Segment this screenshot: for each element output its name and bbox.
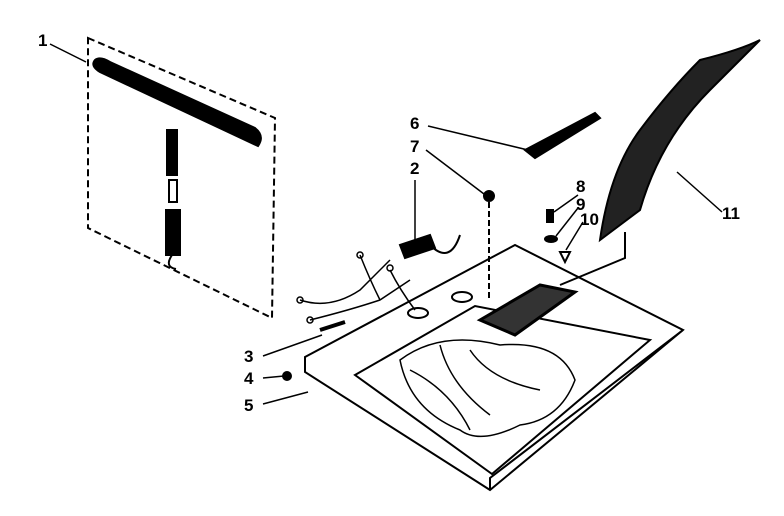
part-10-clip [558,251,572,265]
callout-1: 1 [38,31,48,50]
callout-10: 10 [580,210,599,229]
callout-4: 4 [244,369,254,388]
part-9-washer [544,235,558,243]
callout-6: 6 [410,114,420,133]
callout-8: 8 [576,177,586,196]
leader-lines [49,43,723,405]
part-4-fastener [282,371,292,381]
part-5-top-panel [304,243,685,492]
callout-9: 9 [576,195,586,214]
part-11-control-panel-harness [598,39,761,243]
part-7-screw [483,190,495,202]
part-1-hardware-bag [87,36,277,320]
callout-3: 3 [244,347,254,366]
callout-11: 11 [722,204,740,223]
part-6-bracket [523,111,602,160]
callout-2: 2 [410,159,420,178]
part-2-terminal-block [398,233,461,260]
callout-5: 5 [244,396,254,415]
callout-7: 7 [410,137,420,156]
part-3-wire-harness [296,251,416,332]
part-8-screw [546,209,554,223]
